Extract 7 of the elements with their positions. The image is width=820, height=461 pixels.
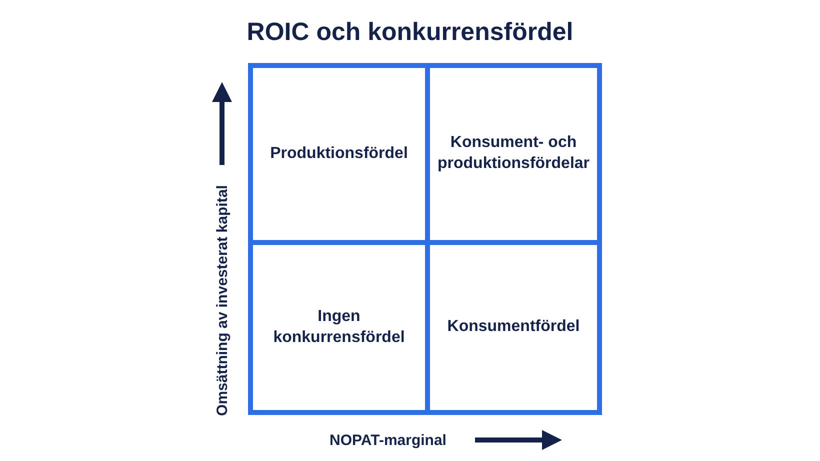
quadrant-label: Produktionsfördel bbox=[269, 144, 409, 164]
axis-label: NOPAT-marginal bbox=[330, 432, 446, 448]
title: ROIC och konkurrensfördel bbox=[246, 18, 574, 47]
quadrant-label: Ingen konkurrensfördel bbox=[272, 306, 406, 348]
axis-label: Omsättning av investerat kapital bbox=[213, 184, 230, 416]
quadrant-label: Konsument- och produktionsfördelar bbox=[436, 133, 591, 174]
quadrant-label: Konsumentfördel bbox=[446, 317, 581, 338]
